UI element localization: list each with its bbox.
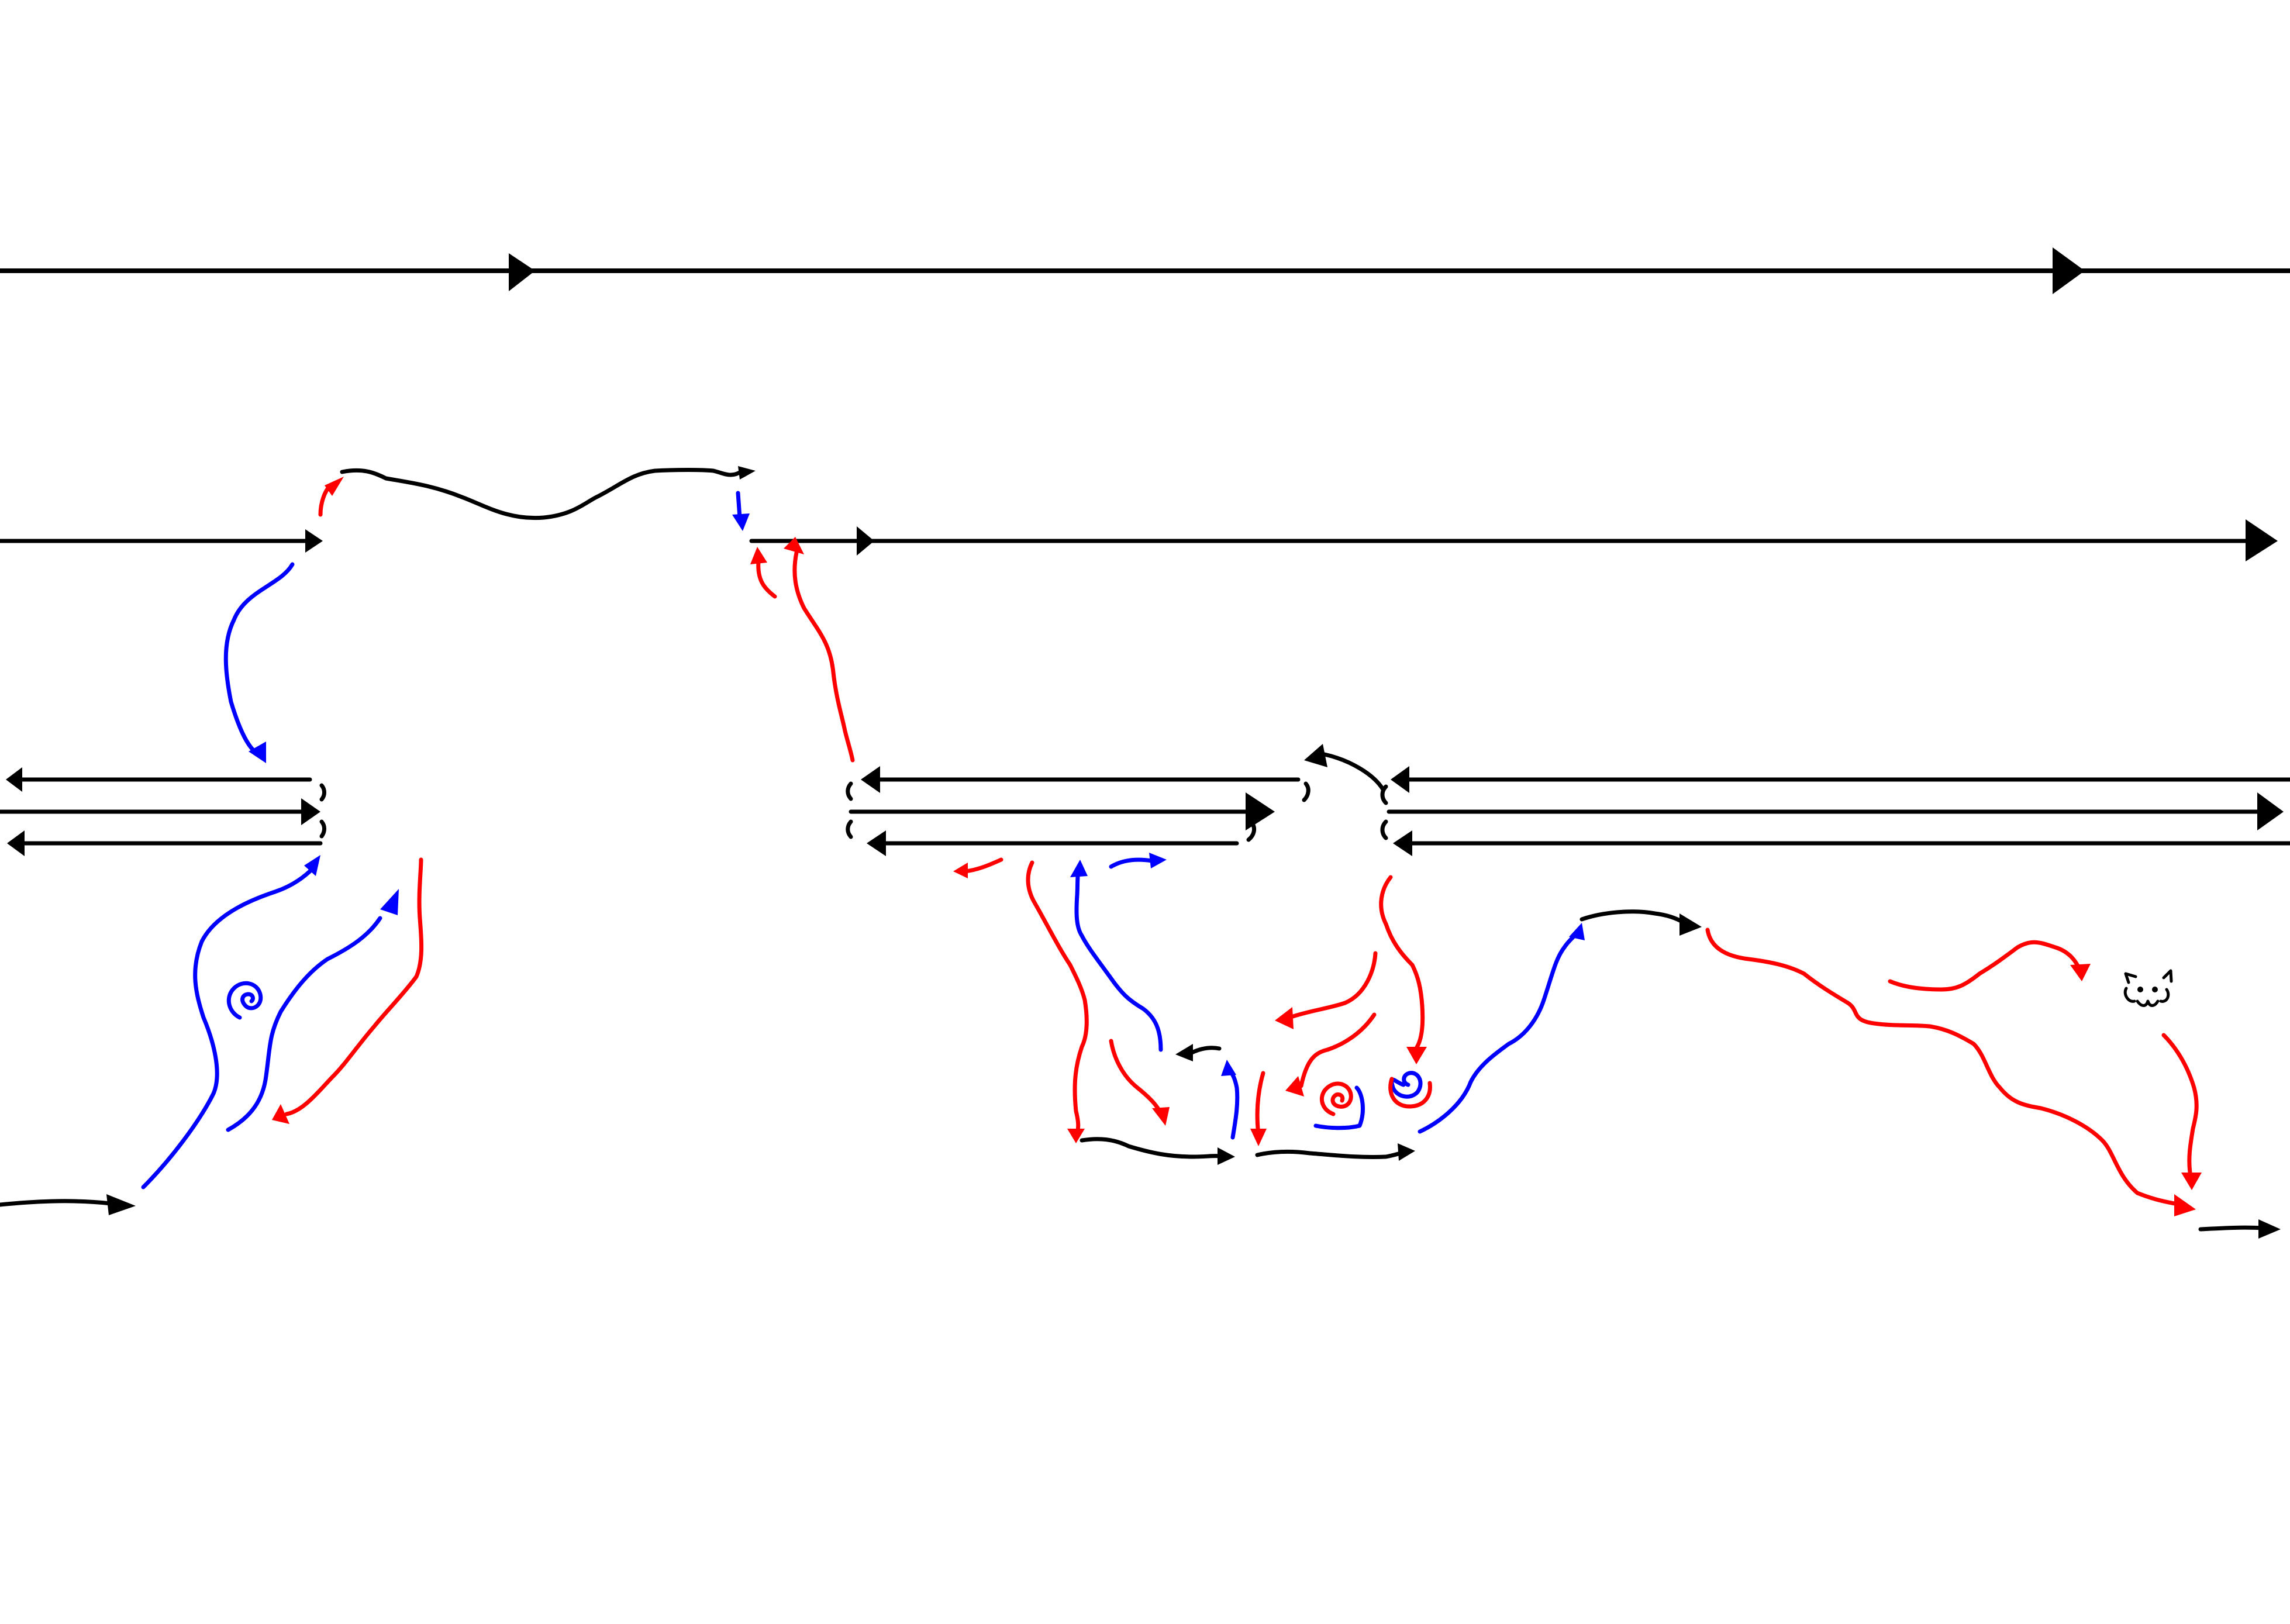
- row-4-left: [0, 855, 424, 1215]
- spiral-icon: [226, 981, 263, 1020]
- row-4-right: [1418, 909, 2281, 1239]
- arrowhead-row1-a: [509, 253, 535, 291]
- row-3-left-strands: [0, 767, 326, 856]
- row-2-hump: [340, 468, 745, 520]
- row-2-strands: [0, 466, 2278, 599]
- spiral-icon: [1389, 1071, 1423, 1099]
- cat-face-icon: [2123, 969, 2173, 1007]
- spiral-icon: [1320, 1081, 1353, 1116]
- arrowhead-row1-b: [2053, 247, 2085, 294]
- row-4-middle: [953, 853, 1432, 1165]
- row-3-right-strands: [1387, 766, 2290, 856]
- row-3-middle-strands: [846, 744, 1388, 856]
- row-1-strand: [0, 247, 2290, 294]
- arrowhead-blue: [249, 742, 266, 763]
